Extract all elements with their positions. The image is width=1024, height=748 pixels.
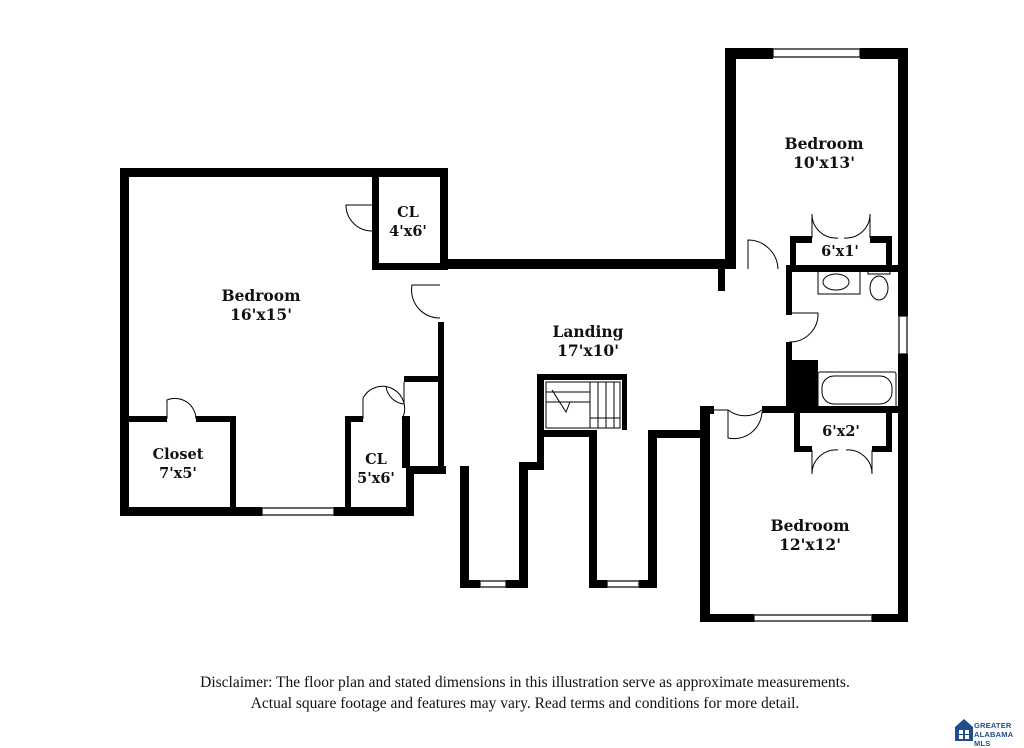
room-name: CL — [397, 204, 419, 221]
room-label-closet-7x5: Closet 7'x5' — [136, 445, 220, 483]
room-label-bedroom-bottom-right: Bedroom 12'x12' — [750, 516, 870, 554]
room-label-landing: Landing 17'x10' — [528, 322, 648, 360]
logo-line-1: GREATER — [974, 721, 1012, 730]
room-name: Bedroom — [784, 134, 864, 153]
room-label-closet-5x6: CL 5'x6' — [350, 450, 402, 488]
window — [898, 315, 908, 355]
window — [479, 580, 507, 588]
doors — [166, 204, 873, 475]
bath-fixtures — [817, 265, 897, 409]
disclaimer: Disclaimer: The floor plan and stated di… — [100, 672, 950, 714]
toilet-bowl — [869, 275, 889, 301]
room-name: Bedroom — [221, 286, 301, 305]
walls — [120, 48, 908, 622]
room-name: CL — [365, 451, 387, 468]
floor-plan — [120, 48, 908, 622]
window — [606, 580, 640, 588]
room-dimensions: 4'x6' — [389, 223, 427, 240]
room-name: 6'x2' — [822, 423, 860, 440]
room-dimensions: 5'x6' — [357, 470, 395, 487]
logo-line-2: ALABAMA MLS — [974, 730, 1014, 748]
room-dimensions: 17'x10' — [557, 341, 619, 360]
room-dimensions: 7'x5' — [159, 465, 197, 482]
stairs — [545, 381, 621, 429]
room-dimensions: 16'x15' — [230, 305, 292, 324]
room-name: Bedroom — [770, 516, 850, 535]
disclaimer-line-2: Actual square footage and features may v… — [250, 695, 800, 712]
logo-text: GREATER ALABAMA MLS — [974, 721, 1024, 748]
greater-alabama-mls-logo: GREATER ALABAMA MLS — [952, 716, 1024, 748]
sink — [822, 273, 850, 291]
disclaimer-line-1: Disclaimer: The floor plan and stated di… — [200, 674, 850, 691]
room-label-closet-6x2: 6'x2' — [808, 422, 874, 441]
bathtub — [817, 371, 897, 409]
room-dimensions: 10'x13' — [793, 153, 855, 172]
house-icon — [955, 719, 973, 741]
room-name: Closet — [152, 446, 204, 463]
room-label-bedroom-top-right: Bedroom 10'x13' — [764, 134, 884, 172]
vanity — [817, 269, 861, 295]
window — [772, 48, 861, 58]
window — [261, 507, 335, 516]
window — [753, 614, 873, 622]
toilet-tank — [867, 265, 891, 275]
room-name: 6'x1' — [821, 243, 859, 260]
room-name: Landing — [552, 322, 624, 341]
room-label-bedroom-left: Bedroom 16'x15' — [200, 286, 322, 324]
room-dimensions: 12'x12' — [779, 535, 841, 554]
room-label-closet-6x1: 6'x1' — [808, 242, 872, 261]
room-label-closet-4x6: CL 4'x6' — [380, 203, 436, 241]
windows — [261, 48, 908, 622]
